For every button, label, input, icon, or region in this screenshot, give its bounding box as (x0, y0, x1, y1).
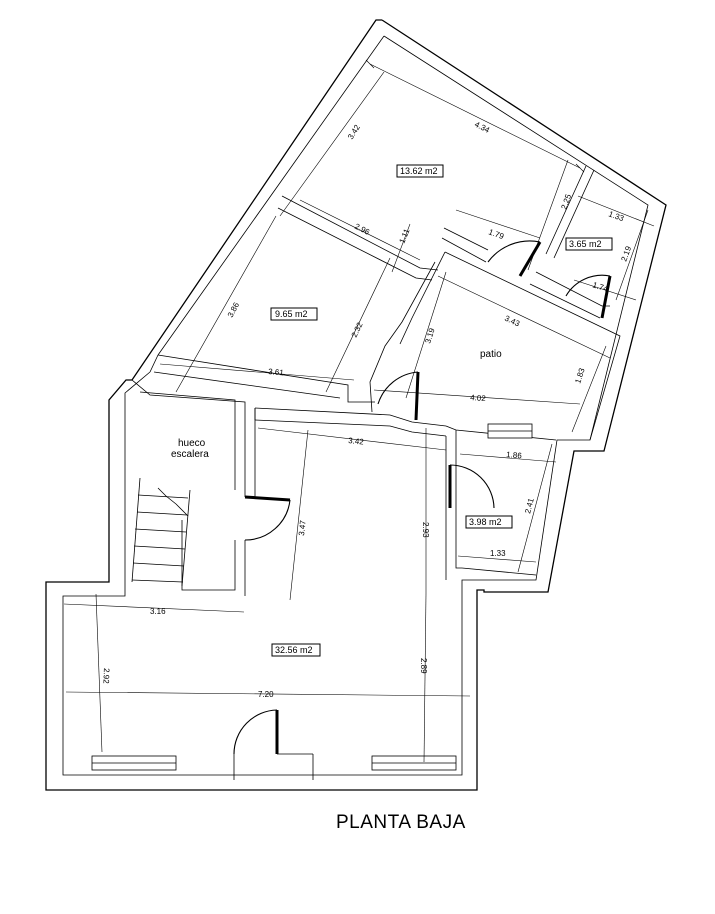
dim-4-02: 4.02 (470, 393, 487, 403)
area-bath: 3.98 m2 (469, 517, 502, 527)
dim-7-20: 7.20 (258, 690, 274, 699)
room-labels: hueco escalera patio (171, 349, 502, 460)
dim-2-89: 2.89 (419, 658, 428, 674)
dim-2-19: 2.19 (619, 244, 633, 262)
dim-2-93: 2.93 (421, 522, 430, 538)
dim-1-83: 1.83 (573, 367, 587, 385)
dim-2-25: 2.25 (559, 192, 573, 210)
windows (91, 423, 533, 771)
area-top-room: 13.62 m2 (400, 166, 438, 176)
room-label-hueco: hueco (178, 438, 206, 449)
dimension-lines (63, 59, 655, 763)
dim-2-32: 2.32 (350, 320, 365, 338)
dim-3-42-top: 3.42 (346, 123, 362, 141)
interior-walls (131, 165, 621, 596)
dim-1-86: 1.86 (506, 450, 523, 460)
plan-title: PLANTA BAJA (336, 812, 466, 833)
dim-1-33-bottom: 1.33 (490, 549, 506, 558)
dim-3-19: 3.19 (423, 327, 437, 345)
dim-3-16: 3.16 (150, 607, 166, 616)
dim-4-34: 4.34 (473, 120, 491, 135)
area-small-room: 3.65 m2 (569, 239, 602, 249)
dimension-labels: 4.34 3.42 2.96 1.11 2.25 1.79 1.33 2.19 … (101, 120, 633, 699)
area-labels: 13.62 m2 3.65 m2 9.65 m2 3.98 m2 32.56 m… (270, 164, 613, 657)
dim-3-61: 3.61 (268, 367, 285, 377)
dim-1-11: 1.11 (398, 227, 412, 245)
dim-3-47: 3.47 (297, 519, 308, 536)
room-label-patio: patio (480, 349, 502, 360)
staircase (131, 477, 191, 587)
doors (233, 240, 612, 780)
area-main-room: 32.56 m2 (275, 645, 313, 655)
area-left-room: 9.65 m2 (275, 309, 308, 319)
dim-3-42-mid: 3.42 (348, 436, 365, 447)
exterior-walls (45, 19, 667, 791)
dim-1-74: 1.74 (591, 280, 609, 294)
dim-2-41: 2.41 (523, 497, 536, 515)
dim-3-86: 3.86 (226, 300, 242, 318)
dim-3-43: 3.43 (503, 314, 521, 329)
room-label-escalera: escalera (171, 449, 209, 460)
dim-1-33-top: 1.33 (607, 209, 625, 223)
dim-1-79: 1.79 (487, 227, 505, 241)
dim-2-92: 2.92 (101, 668, 111, 684)
